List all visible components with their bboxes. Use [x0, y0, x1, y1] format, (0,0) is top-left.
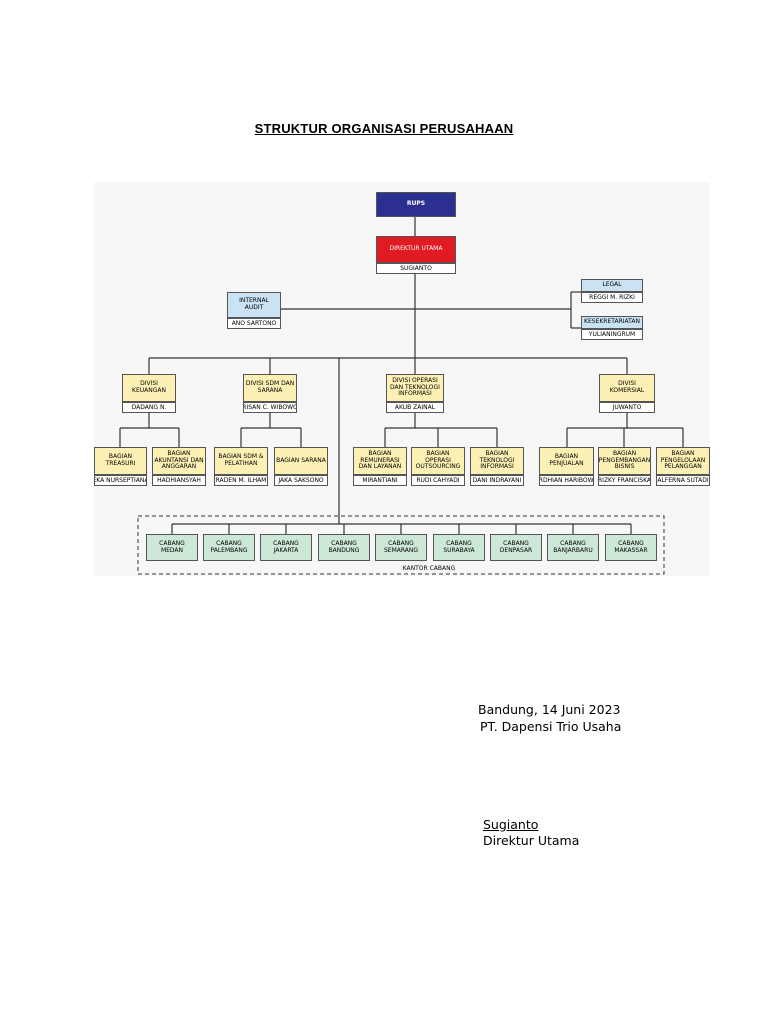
section-sarana-box: BAGIAN SARANA	[274, 447, 328, 475]
signature-name: Sugianto	[483, 817, 539, 832]
signature-position: Direktur Utama	[483, 833, 580, 848]
branch-banjarbaru: CABANG BANJARBARU	[547, 534, 599, 561]
section-pengembangan-bisnis-name: RIZKY FRANCISKA	[598, 475, 651, 486]
section-remunerasi-box: BAGIAN REMUNERASI DAN LAYANAN	[353, 447, 407, 475]
division-operasi-name: AKUB ZAINAL	[386, 402, 444, 413]
division-keuangan-box: DIVISI KEUANGAN	[122, 374, 176, 402]
direktur-utama-box: DIREKTUR UTAMA	[376, 236, 456, 263]
branch-bandung: CABANG BANDUNG	[318, 534, 370, 561]
section-sarana-name: JAKA SAKSONO	[274, 475, 328, 486]
connector-lines	[119, 217, 684, 575]
section-pengelolaan-pelanggan-box: BAGIAN PENGELOLAAN PELANGGAN	[656, 447, 710, 475]
division-keuangan-name: DADANG N.	[122, 402, 176, 413]
branch-surabaya: CABANG SURABAYA	[433, 534, 485, 561]
section-pengelolaan-pelanggan-name: ALFERNA SUTADI	[656, 475, 710, 486]
division-komersial-box: DIVISI KOMERSIAL	[599, 374, 655, 402]
section-treasuri-name: EKA NURSEPTIANA	[94, 475, 147, 486]
branch-makassar: CABANG MAKASSAR	[605, 534, 657, 561]
page-title: STRUKTUR ORGANISASI PERUSAHAAN	[254, 121, 514, 136]
legal-name: REGGI M. RIZKI	[581, 292, 643, 303]
org-chart: RUPS DIREKTUR UTAMA SUGIANTO INTERNAL AU…	[94, 182, 710, 576]
division-sdm-box: DIVISI SDM DAN SARANA	[243, 374, 297, 402]
internal-audit-box: INTERNAL AUDIT	[227, 292, 281, 318]
direktur-utama-name: SUGIANTO	[376, 263, 456, 274]
division-komersial-name: JUWANTO	[599, 402, 655, 413]
division-operasi-box: DIVISI OPERASI DAN TEKNOLOGI INFORMASI	[386, 374, 444, 402]
section-sdm-pelatihan-name: RADEN M. ILHAM	[214, 475, 268, 486]
section-akuntansi-box: BAGIAN AKUNTANSI DAN ANGGARAN	[152, 447, 206, 475]
section-sdm-pelatihan-box: BAGIAN SDM & PELATIHAN	[214, 447, 268, 475]
branch-jakarta: CABANG JAKARTA	[260, 534, 312, 561]
section-pengembangan-bisnis-box: BAGIAN PENGEMBANGAN BISNIS	[598, 447, 651, 475]
section-penjualan-name: ARDHIAN HARIBOWO	[539, 475, 594, 486]
kesekretariatan-box: KESEKRETARIATAN	[581, 316, 643, 329]
signature-place-date: Bandung, 14 Juni 2023	[478, 702, 621, 717]
signature-company: PT. Dapensi Trio Usaha	[480, 719, 622, 734]
section-penjualan-box: BAGIAN PENJUALAN	[539, 447, 594, 475]
kesekretariatan-name: YULIANINGRUM	[581, 329, 643, 340]
branch-denpasar: CABANG DENPASAR	[490, 534, 542, 561]
section-akuntansi-name: HADHIANSYAH	[152, 475, 206, 486]
section-teknologi-informasi-box: BAGIAN TEKNOLOGI INFORMASI	[470, 447, 524, 475]
section-remunerasi-name: MIRANTIANI	[353, 475, 407, 486]
kantor-cabang-label: KANTOR CABANG	[364, 565, 494, 572]
rups-box: RUPS	[376, 192, 456, 217]
section-operasi-outsourcing-box: BAGIAN OPERASI OUTSOURCING	[411, 447, 465, 475]
division-sdm-name: RISAN C. WIBOWO	[243, 402, 297, 413]
section-teknologi-informasi-name: DANI INDRAYANI	[470, 475, 524, 486]
internal-audit-name: ANO SARTONO	[227, 318, 281, 329]
section-operasi-outsourcing-name: RUDI CAHYADI	[411, 475, 465, 486]
branch-medan: CABANG MEDAN	[146, 534, 198, 561]
section-treasuri-box: BAGIAN TREASURI	[94, 447, 147, 475]
branch-palembang: CABANG PALEMBANG	[203, 534, 255, 561]
legal-box: LEGAL	[581, 279, 643, 292]
branch-semarang: CABANG SEMARANG	[375, 534, 427, 561]
